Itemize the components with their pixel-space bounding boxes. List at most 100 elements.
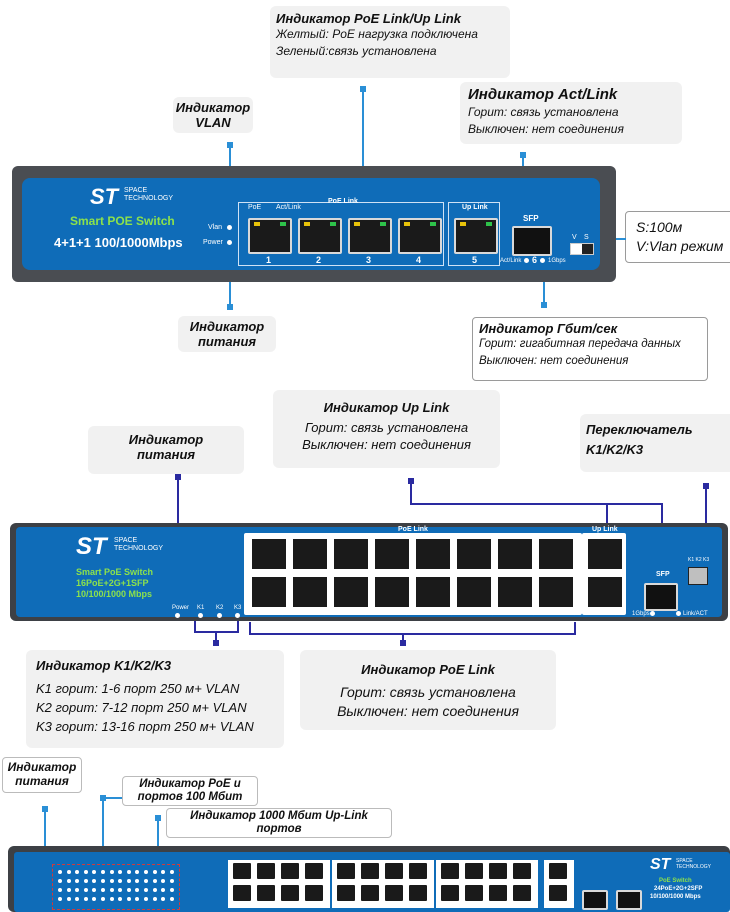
- status-led: [58, 879, 62, 883]
- status-led: [109, 879, 114, 883]
- connector-line: [237, 618, 239, 632]
- ethernet-port-21[interactable]: [488, 862, 508, 880]
- ethernet-port-8[interactable]: [304, 884, 324, 902]
- up-link-label: Up Link: [462, 204, 488, 211]
- port-number: 3▲: [297, 611, 307, 617]
- sfp-port-2[interactable]: [616, 890, 642, 910]
- port-number: 12▼: [482, 611, 496, 617]
- ethernet-port-4[interactable]: [291, 575, 329, 609]
- ethernet-port-1[interactable]: [250, 537, 288, 571]
- callout-line: Горит: связь установлена: [340, 684, 516, 700]
- brand-logo: ST: [90, 184, 119, 209]
- callout-poe-100-indicator: Индикатор PoE и портов 100 Мбит: [122, 776, 258, 806]
- ethernet-port-17[interactable]: [440, 862, 460, 880]
- ethernet-port-14[interactable]: [496, 575, 534, 609]
- ethernet-port-5[interactable]: [332, 537, 370, 571]
- sfp-port-6[interactable]: [512, 226, 552, 256]
- sfp-port[interactable]: [644, 583, 678, 611]
- sfp-label: SFP: [656, 571, 670, 578]
- callout-title-line: K1/K2/K3: [586, 442, 644, 457]
- ethernet-port-16[interactable]: [408, 884, 428, 902]
- model-name-line: Smart PoE Switch: [76, 567, 154, 577]
- ethernet-port-4[interactable]: [256, 884, 276, 902]
- ethernet-port-11[interactable]: [455, 537, 493, 571]
- connector-line: [606, 503, 608, 523]
- ethernet-port-17[interactable]: [586, 537, 624, 571]
- ethernet-port-5[interactable]: [454, 218, 498, 254]
- ethernet-port-18[interactable]: [440, 884, 460, 902]
- connector-line: [194, 618, 196, 632]
- port-number: 16▼: [565, 611, 578, 617]
- callout-k-switch: Переключатель K1/K2/K3: [580, 414, 730, 472]
- ethernet-port-3[interactable]: [256, 862, 276, 880]
- callout-title-line: Индикатор: [128, 432, 204, 447]
- ethernet-port-24[interactable]: [512, 884, 532, 902]
- ethernet-port-5[interactable]: [280, 862, 300, 880]
- ethernet-port-1[interactable]: [232, 862, 252, 880]
- ethernet-port-18[interactable]: [586, 575, 624, 609]
- port-number: 15▲: [544, 611, 558, 617]
- status-led: [126, 870, 131, 874]
- ethernet-port-19[interactable]: [464, 862, 484, 880]
- ethernet-port-15[interactable]: [537, 537, 575, 571]
- status-led: [66, 879, 71, 883]
- ethernet-port-25[interactable]: [548, 862, 568, 880]
- status-led: [109, 897, 114, 901]
- ethernet-port-2[interactable]: [250, 575, 288, 609]
- ethernet-port-2[interactable]: [232, 884, 252, 902]
- mode-toggle-switch[interactable]: [570, 243, 594, 255]
- vlan-led: [227, 225, 232, 230]
- status-led: [101, 870, 105, 874]
- ethernet-port-7[interactable]: [304, 862, 324, 880]
- ethernet-port-23[interactable]: [512, 862, 532, 880]
- port-number: 5▲: [338, 611, 348, 617]
- ethernet-port-1[interactable]: [248, 218, 292, 254]
- ethernet-port-3[interactable]: [348, 218, 392, 254]
- port-number: 13▲: [503, 611, 516, 617]
- callout-title: Индикатор PoE Link: [361, 662, 495, 677]
- ethernet-port-6[interactable]: [280, 884, 300, 902]
- k-selector-switch[interactable]: [688, 567, 708, 585]
- ethernet-port-3[interactable]: [291, 537, 329, 571]
- ethernet-port-22[interactable]: [488, 884, 508, 902]
- ethernet-port-26[interactable]: [548, 884, 568, 902]
- ethernet-port-4[interactable]: [398, 218, 442, 254]
- status-led: [152, 870, 157, 874]
- ethernet-port-12[interactable]: [360, 884, 380, 902]
- ethernet-port-13[interactable]: [496, 537, 534, 571]
- status-led: [58, 870, 62, 874]
- ethernet-port-7[interactable]: [373, 537, 411, 571]
- ethernet-port-11[interactable]: [360, 862, 380, 880]
- callout-title-line: питания: [136, 447, 196, 462]
- callout-title-line: Индикатор: [7, 760, 77, 774]
- ethernet-port-6[interactable]: [332, 575, 370, 609]
- callout-uplink-1000-indicator: Индикатор 1000 Мбит Up-Link портов: [166, 808, 392, 838]
- ethernet-port-20[interactable]: [464, 884, 484, 902]
- ethernet-port-16[interactable]: [537, 575, 575, 609]
- ethernet-port-9[interactable]: [336, 862, 356, 880]
- ethernet-port-13[interactable]: [384, 862, 404, 880]
- callout-title-line: портов: [256, 823, 302, 835]
- ethernet-port-12[interactable]: [455, 575, 493, 609]
- ethernet-port-10[interactable]: [336, 884, 356, 902]
- ethernet-port-14[interactable]: [384, 884, 404, 902]
- callout-uplink-indicator: Индикатор Up Link Горит: связь установле…: [273, 390, 500, 468]
- callout-title-line: Индикатор 1000 Мбит Up-Link: [190, 810, 368, 822]
- callout-poe-uplink-indicator: Индикатор PoE Link/Up Link Желтый: PoE н…: [270, 6, 510, 78]
- sfp-port-1[interactable]: [582, 890, 608, 910]
- ethernet-port-2[interactable]: [298, 218, 342, 254]
- ethernet-port-15[interactable]: [408, 862, 428, 880]
- port-number: 10▼: [441, 611, 455, 617]
- poe-port-group-border: [238, 202, 444, 266]
- status-led: [58, 897, 62, 901]
- status-led: [135, 870, 140, 874]
- ethernet-port-10[interactable]: [414, 575, 452, 609]
- ethernet-port-8[interactable]: [373, 575, 411, 609]
- connector-dot: [408, 478, 414, 484]
- connector-dot: [541, 302, 547, 308]
- ethernet-port-9[interactable]: [414, 537, 452, 571]
- connector-line: [410, 503, 662, 505]
